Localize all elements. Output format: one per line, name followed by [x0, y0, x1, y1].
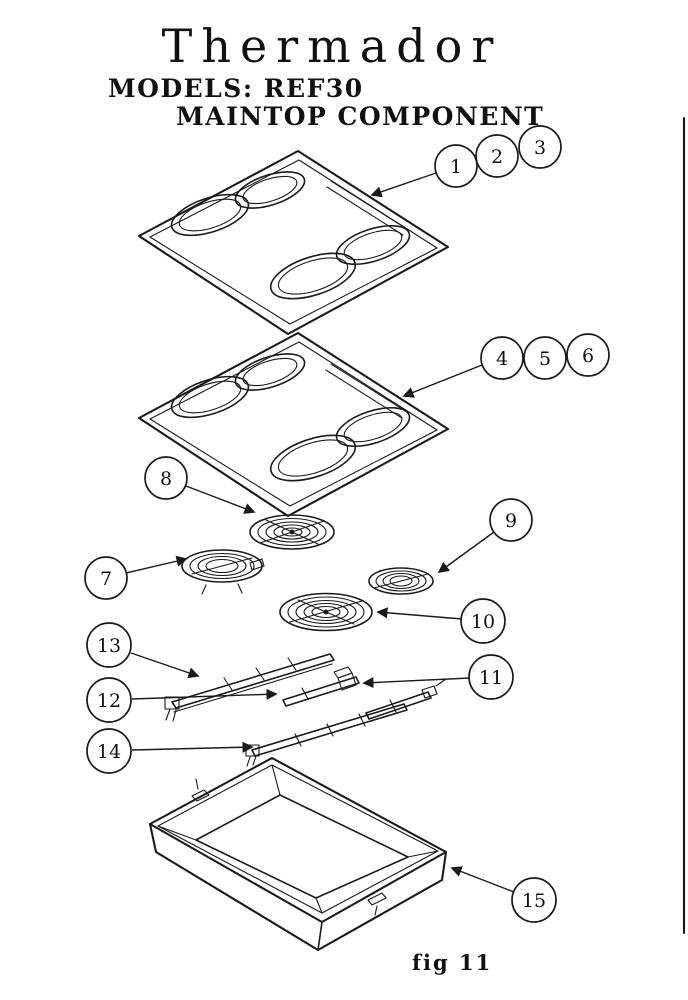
element-coil-10: [279, 592, 373, 632]
callout-1-label: 1: [450, 156, 462, 178]
brand-title: Thermador: [162, 19, 503, 73]
callout-2: 2: [475, 134, 519, 178]
pan-inner-rim: [157, 764, 439, 914]
callout-9: 9: [489, 498, 533, 542]
leader-lines: [125, 172, 515, 893]
callout-12-label: 12: [97, 690, 121, 712]
pan-outer-wall: [148, 822, 448, 952]
leader-line-11: [362, 676, 471, 689]
leader-line-13: [130, 652, 200, 679]
callout-11: 11: [468, 654, 514, 700]
callout-10-label: 10: [471, 611, 495, 633]
callout-13: 13: [86, 622, 132, 668]
element-coil-8: [249, 514, 335, 550]
callout-5-label: 5: [539, 348, 551, 370]
leader-line-7: [125, 555, 188, 574]
callout-6-label: 6: [582, 345, 594, 367]
pan-inner-bottom: [195, 794, 409, 899]
callout-14-label: 14: [97, 741, 121, 763]
callout-13-label: 13: [97, 635, 121, 657]
support-bracket-11: [365, 678, 447, 720]
callout-14: 14: [86, 728, 132, 774]
callout-7-label: 7: [100, 568, 112, 590]
component-line: MAINTOP COMPONENT: [176, 102, 544, 131]
callout-8-label: 8: [160, 468, 172, 490]
glass-cooktop-upper: [137, 149, 450, 336]
pan-clip-bottom: [367, 892, 387, 916]
cooktop-lower-burners: [170, 353, 411, 482]
element-coil-7: [181, 549, 265, 595]
callout-11-label: 11: [479, 667, 503, 689]
figure-label: fig 11: [412, 950, 492, 975]
callout-9-label: 9: [505, 510, 517, 532]
callout-4: 4: [480, 336, 524, 380]
leader-line-9: [437, 531, 495, 573]
callout-6: 6: [566, 333, 610, 377]
callout-1: 1: [434, 144, 478, 188]
leader-line-15: [450, 866, 515, 893]
callout-3: 3: [518, 125, 562, 169]
cooktop-lower-trim-strips: [325, 363, 408, 419]
callout-3-label: 3: [534, 137, 546, 159]
leader-line-12: [131, 688, 278, 700]
callout-8: 8: [144, 456, 188, 500]
cooktop-upper-burners: [170, 171, 411, 300]
cooktop-upper-inner-rim: [149, 159, 438, 325]
leader-line-10: [376, 607, 463, 620]
callout-5: 5: [523, 336, 567, 380]
glass-cooktop-lower: [137, 331, 450, 518]
cooktop-lower-inner-rim: [149, 341, 438, 507]
burner-pan: [148, 756, 448, 952]
callout-15: 15: [511, 877, 557, 923]
support-bracket-14: [245, 703, 408, 767]
leader-line-14: [131, 741, 254, 753]
support-bracket-12: [282, 666, 360, 707]
models-line: MODELS: REF30: [108, 74, 364, 103]
leader-line-8: [185, 485, 256, 514]
callout-4-label: 4: [496, 348, 508, 370]
callout-15-label: 15: [522, 890, 546, 912]
callout-10: 10: [460, 598, 506, 644]
callout-12: 12: [86, 677, 132, 723]
element-coil-9: [368, 567, 434, 595]
leader-line-1: [370, 172, 437, 198]
pan-clip-front: [191, 778, 210, 802]
callout-7: 7: [84, 556, 128, 600]
cooktop-upper-outer-edge: [137, 149, 450, 336]
cooktop-upper-trim-strips: [326, 180, 408, 236]
pan-outer-rim: [148, 756, 448, 924]
leader-line-4: [402, 364, 483, 398]
support-bracket-13: [164, 653, 335, 722]
callout-2-label: 2: [491, 146, 503, 168]
cooktop-lower-outer-edge: [137, 331, 450, 518]
